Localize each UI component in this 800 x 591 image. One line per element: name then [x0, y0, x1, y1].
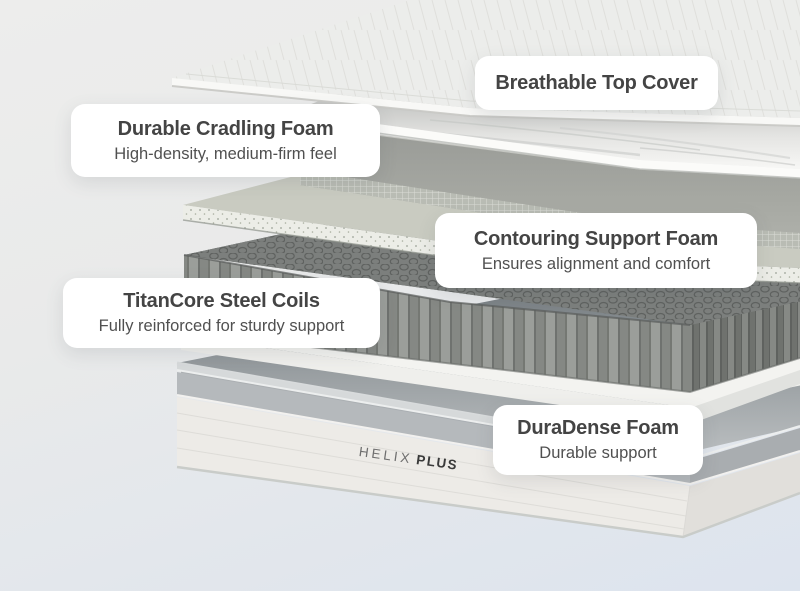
callout-top-cover-title: Breathable Top Cover	[495, 71, 698, 94]
base-band-bottom-piping	[176, 394, 800, 486]
callout-cradling-foam: Durable Cradling Foam High-density, medi…	[71, 104, 380, 177]
base-seam-3	[176, 447, 685, 530]
base-seam-1	[176, 412, 688, 502]
coil-bottom-shadow	[183, 331, 800, 394]
callout-duradense-foam-title: DuraDense Foam	[517, 417, 679, 440]
coil-right-face-texture	[690, 285, 800, 392]
marble-front-rim	[290, 112, 800, 178]
cover-piping	[172, 78, 800, 126]
callout-duradense-foam: DuraDense Foam Durable support	[493, 405, 703, 475]
callout-duradense-foam-subtitle: Durable support	[539, 444, 657, 463]
callout-steel-coils-subtitle: Fully reinforced for sturdy support	[98, 317, 345, 336]
callout-top-cover: Breathable Top Cover	[475, 56, 718, 110]
marble-vein-4	[639, 147, 796, 166]
callout-contouring-foam-title: Contouring Support Foam	[473, 227, 719, 250]
callout-steel-coils-title: TitanCore Steel Coils	[123, 290, 320, 313]
cover-piping-shadow	[171, 85, 800, 127]
foundation-slab-right	[690, 370, 800, 424]
callout-contouring-foam: Contouring Support Foam Ensures alignmen…	[435, 213, 757, 288]
marble-vein-3	[559, 127, 791, 159]
base-band-right	[690, 428, 800, 484]
callout-cradling-foam-title: Durable Cradling Foam	[117, 117, 334, 140]
foundation-slab-front	[181, 336, 690, 424]
base-bottom-edge	[176, 465, 800, 539]
marble-vein-2	[429, 119, 701, 151]
callout-steel-coils: TitanCore Steel Coils Fully reinforced f…	[63, 278, 380, 348]
base-seam-2	[176, 429, 687, 517]
base-corner-line	[682, 485, 691, 538]
callout-contouring-foam-subtitle: Ensures alignment and comfort	[481, 254, 711, 273]
callout-cradling-foam-subtitle: High-density, medium-firm feel	[114, 144, 337, 163]
base-fabric-front	[177, 397, 690, 537]
coil-top-edge	[183, 254, 691, 326]
marble-rim-shadow	[289, 120, 800, 179]
base-fabric-right	[683, 453, 800, 537]
